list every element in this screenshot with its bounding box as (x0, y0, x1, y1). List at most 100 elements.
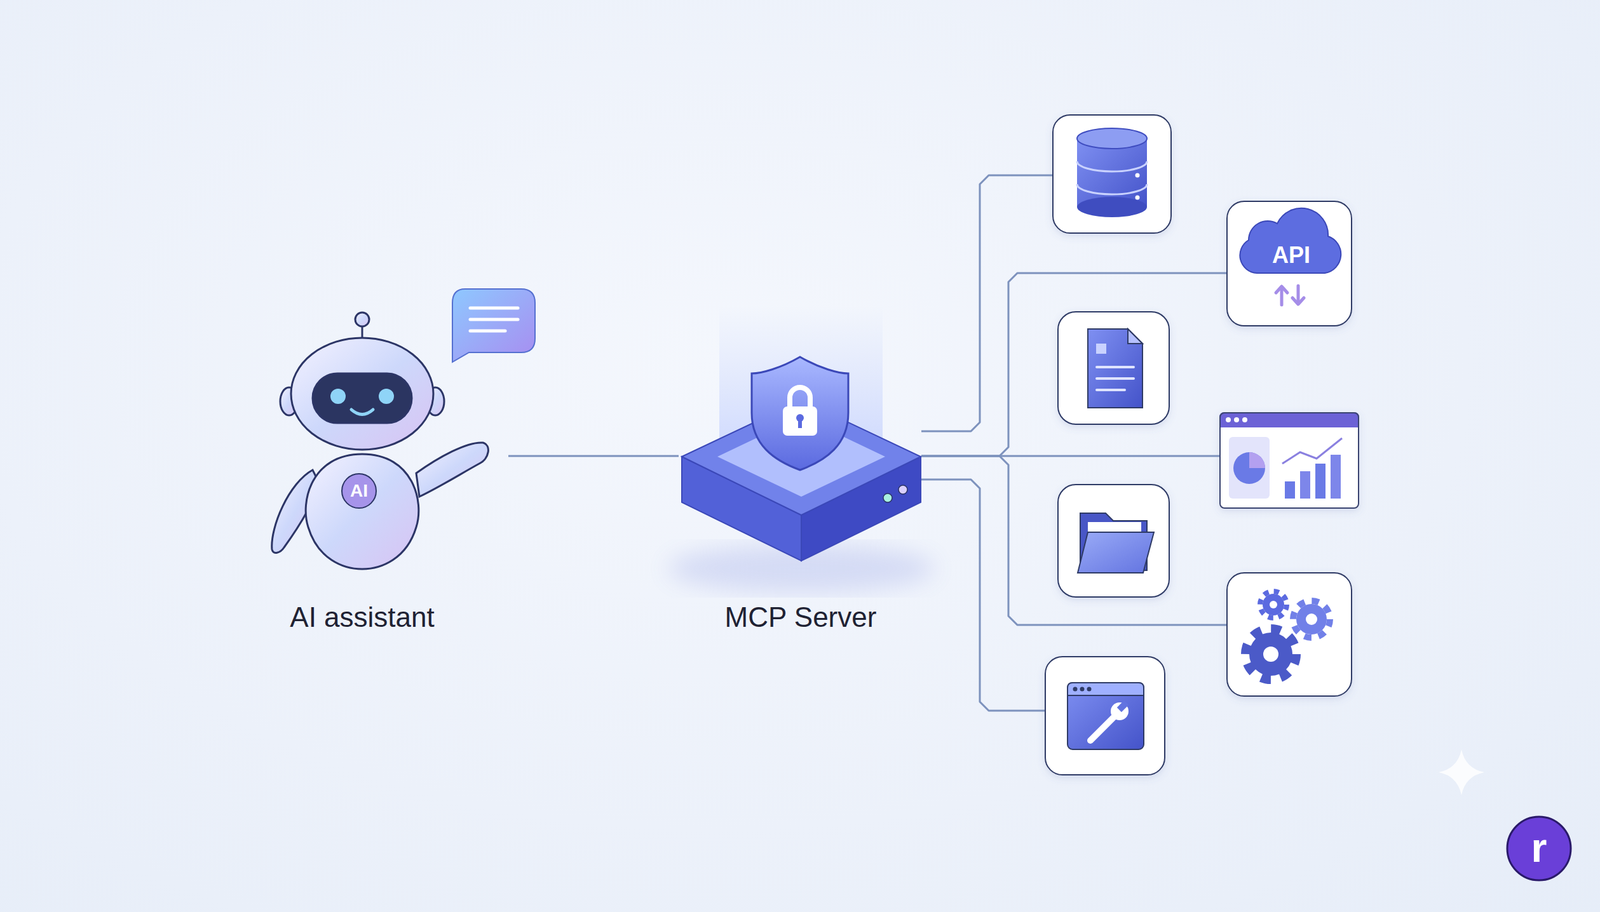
tool-window (1067, 683, 1144, 750)
card-fill (1226, 200, 1353, 327)
database-ring (1077, 161, 1147, 172)
gear-hole (1305, 613, 1318, 626)
window-dot (1225, 417, 1231, 423)
speech-bubble (452, 289, 536, 363)
card-fill (1052, 114, 1172, 234)
tool-window-header (1067, 683, 1144, 696)
bubble-line (470, 329, 506, 333)
window-dot (1242, 417, 1248, 423)
pie-panel (1228, 437, 1270, 499)
chart-window-icon (1219, 412, 1360, 499)
lock-shackle (789, 387, 811, 408)
window-dot (1087, 687, 1092, 692)
node-label: AI assistant (235, 601, 490, 635)
node-label: MCP Server (673, 601, 928, 635)
server-led (898, 485, 908, 495)
robot-visor (312, 373, 412, 424)
gear-body (1249, 632, 1293, 677)
gear-body (1296, 604, 1327, 635)
sync-arrows (1275, 285, 1304, 306)
lock-body (782, 406, 818, 436)
window-dot (1073, 687, 1078, 692)
robot-eye (378, 388, 394, 405)
bubble-line (470, 306, 518, 311)
document-lines (1096, 367, 1134, 391)
connector-line (921, 479, 1045, 712)
robot-eye (330, 388, 346, 405)
document-mark (1096, 343, 1107, 354)
trend-line (1282, 438, 1343, 464)
gear-hole (1263, 646, 1279, 663)
api-card: API (1226, 200, 1353, 327)
database-base (1077, 196, 1147, 218)
bar (1300, 471, 1311, 499)
security-shield (751, 357, 849, 471)
window-dot (1233, 417, 1240, 423)
gear-teeth (1245, 629, 1297, 680)
gears-icon (1245, 591, 1330, 680)
robot-arm (416, 442, 489, 497)
bubble-lines (470, 308, 518, 332)
pie-slice (1249, 452, 1266, 469)
logo-badge (1507, 817, 1571, 881)
bubble-shape (452, 289, 536, 363)
gear-teeth (1293, 601, 1330, 638)
folder-card (1057, 484, 1170, 598)
analytics-window (1219, 412, 1360, 509)
database-dot (1135, 195, 1140, 201)
robot-body (305, 454, 419, 570)
wrench-handle (1090, 716, 1115, 741)
connector-line (508, 455, 679, 458)
pie-chart (1233, 452, 1266, 485)
card-fill (1226, 572, 1353, 698)
connector-line (921, 456, 1227, 626)
assistant-node: AIAI assistant (266, 305, 509, 572)
server-led (883, 493, 893, 503)
gear-body (1262, 594, 1285, 616)
arrow-down-head (1292, 298, 1304, 305)
window-header (1219, 412, 1360, 428)
robot-antenna-ball (355, 312, 370, 327)
tools-card (1044, 656, 1166, 776)
card-fill (1044, 656, 1166, 776)
wrench-notch (1117, 700, 1129, 713)
database-icon (1077, 128, 1147, 218)
connector-line (921, 273, 1227, 457)
database-dot (1135, 173, 1140, 178)
bar (1284, 481, 1295, 499)
arrow-up-head (1275, 286, 1288, 293)
document-line (1096, 366, 1134, 369)
robot-smile (351, 409, 373, 415)
connector-line (921, 175, 1053, 432)
bar (1315, 463, 1326, 499)
bubble-line (470, 318, 518, 322)
server-illustration (667, 306, 935, 593)
robot-head (291, 338, 434, 450)
tool-window-icon (1067, 683, 1144, 750)
document-card (1057, 311, 1170, 425)
card-fills (1044, 114, 1360, 776)
sparkle (1438, 749, 1485, 796)
chest-label: AI (339, 480, 379, 502)
document-line (1096, 377, 1134, 380)
lock-keyhole (798, 419, 802, 429)
gear-hole (1269, 601, 1278, 609)
server-node: MCP Server (678, 355, 922, 566)
database-ring (1077, 184, 1147, 195)
window-dot (1080, 687, 1085, 692)
icon-label: API (1240, 241, 1343, 269)
document-fold (1127, 329, 1143, 344)
database-top (1077, 128, 1147, 149)
document-line (1096, 388, 1125, 392)
bar (1330, 454, 1341, 499)
card-fill (1219, 412, 1360, 509)
document-page (1087, 329, 1143, 408)
logo-letter: r (1507, 824, 1571, 874)
gear-teeth (1260, 591, 1287, 619)
document-icon (1087, 329, 1143, 408)
folder-icon (1077, 513, 1154, 574)
folder-front (1077, 532, 1154, 574)
